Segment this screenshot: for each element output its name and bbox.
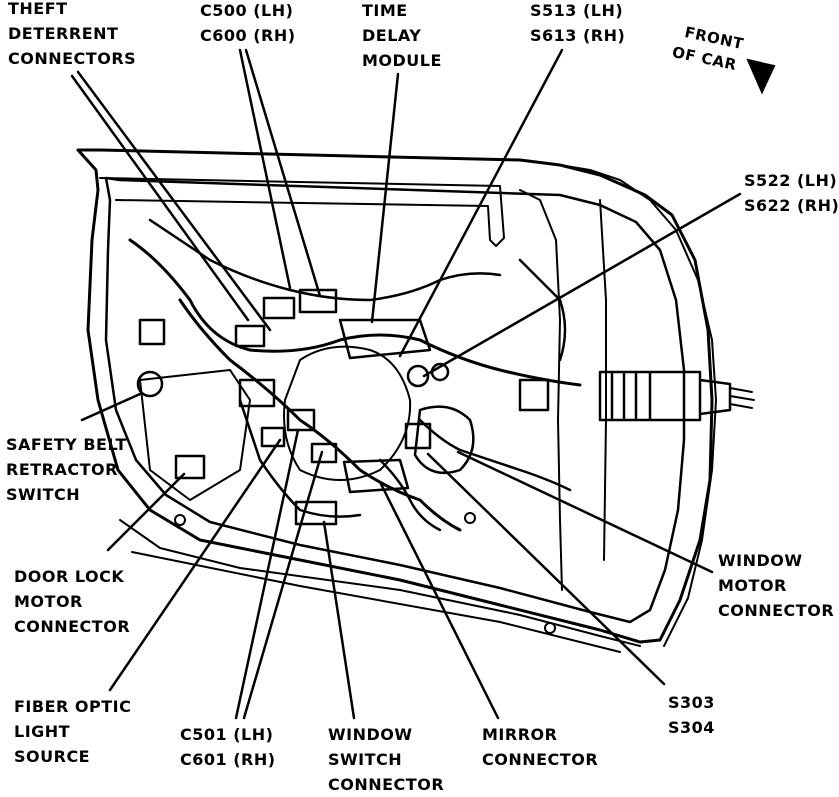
label-fiber-optic-light-source: FIBER OPTIC LIGHT SOURCE bbox=[14, 694, 131, 769]
label-theft-deterrent-connectors: THEFT DETERRENT CONNECTORS bbox=[8, 0, 136, 71]
label-s522-line1: S522 (LH) bbox=[744, 171, 838, 190]
label-s522-line2: S622 (RH) bbox=[744, 196, 839, 215]
leader-time-delay bbox=[370, 72, 400, 324]
label-theft-line3: CONNECTORS bbox=[8, 49, 137, 68]
time-delay-module-body bbox=[338, 318, 432, 360]
wiring-harness-upper bbox=[148, 218, 567, 362]
label-mirror-line1: MIRROR bbox=[482, 725, 558, 744]
leader-s303 bbox=[426, 452, 666, 686]
leader-s513 bbox=[398, 48, 564, 358]
bolt-2 bbox=[544, 622, 556, 634]
label-theft-line2: DETERRENT bbox=[8, 24, 119, 43]
label-window-switch-connector: WINDOW SWITCH CONNECTOR bbox=[328, 722, 444, 797]
bolt-3 bbox=[464, 512, 476, 524]
label-safety-belt-retractor-switch: SAFETY BELT RETRACTOR SWITCH bbox=[6, 432, 127, 507]
leader-s522 bbox=[422, 192, 742, 378]
label-time-line1: TIME bbox=[362, 1, 408, 20]
label-safety-line2: RETRACTOR bbox=[6, 460, 118, 479]
label-safety-line1: SAFETY BELT bbox=[6, 435, 127, 454]
door-window-sill bbox=[99, 177, 505, 247]
door-lower-trim bbox=[119, 519, 641, 653]
window-motor-body bbox=[413, 405, 475, 475]
mirror-connector-body bbox=[342, 458, 410, 494]
label-window-motor-line2: MOTOR bbox=[718, 576, 787, 595]
label-door-lock-motor-connector: DOOR LOCK MOTOR CONNECTOR bbox=[14, 564, 130, 639]
label-fiber-line3: SOURCE bbox=[14, 747, 91, 766]
leader-theft-b bbox=[76, 70, 272, 332]
mirror-cable-cylinder bbox=[598, 370, 732, 422]
splice-s513 bbox=[406, 364, 430, 388]
leader-window-motor bbox=[456, 450, 714, 574]
connector-block-7 bbox=[262, 296, 296, 320]
connector-block-1 bbox=[238, 378, 276, 408]
connector-block-6 bbox=[174, 454, 206, 480]
label-s513-s613: S513 (LH) S613 (RH) bbox=[530, 0, 625, 48]
label-window-switch-line1: WINDOW bbox=[328, 725, 413, 744]
wiring-harness-lower bbox=[238, 398, 572, 532]
safety-belt-switch-body bbox=[136, 370, 164, 398]
leader-fiber-optic bbox=[108, 438, 282, 692]
label-s513-line1: S513 (LH) bbox=[530, 1, 624, 20]
connector-block-9 bbox=[234, 324, 266, 348]
label-c500-line1: C500 (LH) bbox=[200, 1, 294, 20]
door-rear-pillar bbox=[519, 189, 607, 591]
door-inner-opening-left bbox=[139, 369, 251, 501]
leader-safety-belt bbox=[80, 392, 142, 422]
label-s303-line2: S304 bbox=[668, 718, 715, 737]
leader-door-lock bbox=[106, 472, 186, 552]
label-theft-line1: THEFT bbox=[8, 0, 68, 18]
connector-block-4 bbox=[310, 442, 338, 464]
connector-block-11 bbox=[518, 378, 550, 412]
label-fiber-line1: FIBER OPTIC bbox=[14, 697, 132, 716]
label-s513-line2: S613 (RH) bbox=[530, 26, 626, 45]
label-fiber-line2: LIGHT bbox=[14, 722, 71, 741]
label-door-lock-line1: DOOR LOCK bbox=[14, 567, 125, 586]
leader-c501-b bbox=[242, 450, 324, 720]
leader-mirror bbox=[378, 480, 500, 720]
connector-block-3 bbox=[260, 426, 286, 448]
leader-theft-a bbox=[70, 74, 250, 322]
label-s522-s622: S522 (LH) S622 (RH) bbox=[744, 168, 839, 218]
connector-block-12 bbox=[138, 318, 166, 346]
leader-window-switch bbox=[322, 520, 356, 720]
connector-block-5 bbox=[294, 500, 338, 526]
label-window-motor-connector: WINDOW MOTOR CONNECTOR bbox=[718, 548, 834, 623]
label-window-switch-line2: SWITCH bbox=[328, 750, 403, 769]
mirror-cable-wires bbox=[729, 387, 755, 409]
label-door-lock-line2: MOTOR bbox=[14, 592, 83, 611]
label-window-motor-line1: WINDOW bbox=[718, 551, 803, 570]
label-c501-c601: C501 (LH) C601 (RH) bbox=[180, 722, 276, 772]
door-inner-panel bbox=[104, 176, 686, 624]
leader-c500-a bbox=[238, 48, 292, 290]
label-time-line3: MODULE bbox=[362, 51, 442, 70]
label-mirror-connector: MIRROR CONNECTOR bbox=[482, 722, 598, 772]
label-window-motor-line3: CONNECTOR bbox=[718, 601, 835, 620]
label-mirror-line2: CONNECTOR bbox=[482, 750, 599, 769]
label-time-delay-module: TIME DELAY MODULE bbox=[362, 0, 442, 73]
label-c501-line1: C501 (LH) bbox=[180, 725, 274, 744]
label-c500-c600: C500 (LH) C600 (RH) bbox=[200, 0, 296, 48]
wiring-harness-main bbox=[128, 238, 582, 532]
leader-lines bbox=[70, 48, 742, 720]
label-time-line2: DELAY bbox=[362, 26, 422, 45]
label-safety-line3: SWITCH bbox=[6, 485, 81, 504]
label-window-switch-line3: CONNECTOR bbox=[328, 775, 445, 794]
door-inner-opening-center bbox=[283, 345, 412, 481]
label-c501-line2: C601 (RH) bbox=[180, 750, 276, 769]
connector-block-2 bbox=[286, 408, 316, 432]
label-s303-s304: S303 S304 bbox=[668, 690, 715, 740]
leader-c501-a bbox=[234, 428, 300, 720]
door-outer-panel bbox=[76, 148, 714, 644]
door-frame-edge bbox=[559, 164, 717, 647]
leader-c500-b bbox=[244, 48, 322, 298]
label-s303-line1: S303 bbox=[668, 693, 715, 712]
front-of-car-arrow bbox=[746, 58, 776, 95]
bolt-1 bbox=[174, 514, 186, 526]
label-c500-line2: C600 (RH) bbox=[200, 26, 296, 45]
label-door-lock-line3: CONNECTOR bbox=[14, 617, 131, 636]
